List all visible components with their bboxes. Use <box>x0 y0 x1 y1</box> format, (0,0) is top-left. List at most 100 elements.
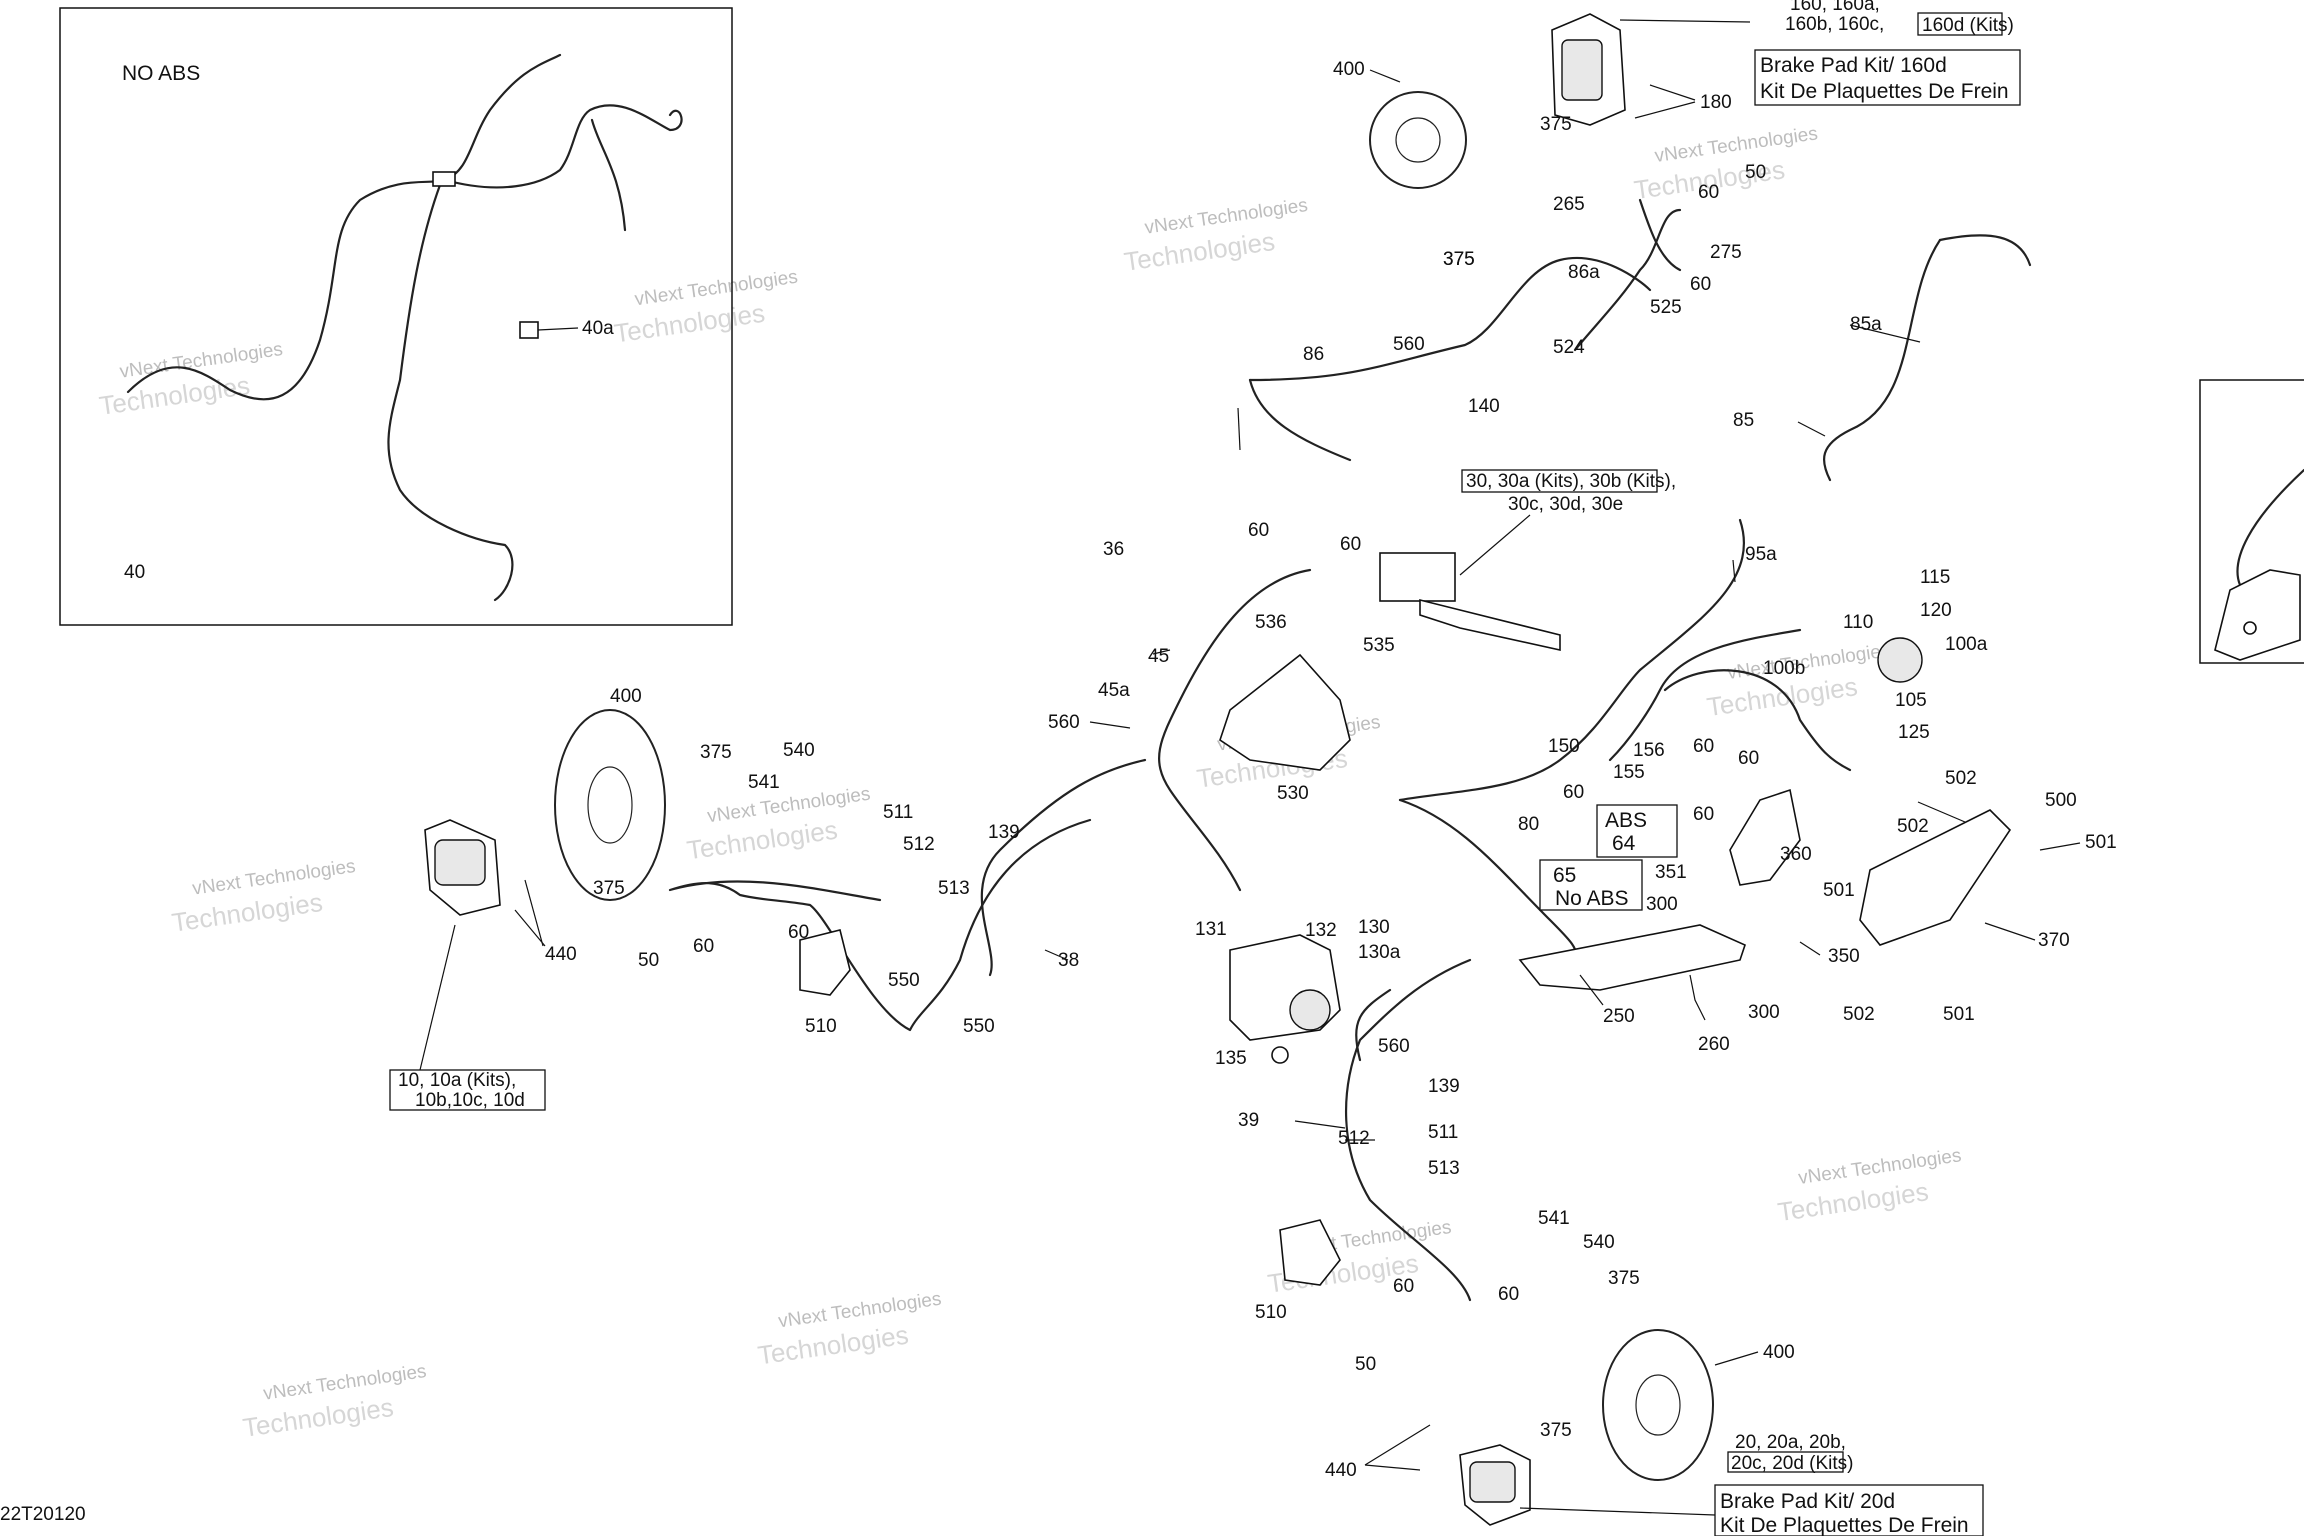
part-label: 130a <box>1358 942 1401 963</box>
part-label: 60 <box>1738 748 1759 769</box>
part-label: 125 <box>1898 722 1930 743</box>
part-label: 100b <box>1763 658 1805 679</box>
no-abs-box <box>1539 859 1643 911</box>
part-label: 510 <box>805 1016 837 1037</box>
rear-pad-kit-box <box>1754 49 2021 106</box>
part-label: 135 <box>1215 1048 1247 1069</box>
part-label: 511 <box>1428 1122 1458 1143</box>
part-label: 60 <box>1698 182 1719 203</box>
rear-master-cylinder <box>1518 637 2012 1021</box>
part-label: 513 <box>1428 1158 1460 1179</box>
watermark-block: vNext Technologies Technologies <box>97 339 284 421</box>
part-label: 375 <box>1540 114 1572 135</box>
part-label: 50 <box>1745 162 1766 183</box>
part-label: 36 <box>1103 539 1124 560</box>
part-label: 350 <box>1828 946 1860 967</box>
inset-frame <box>59 7 733 626</box>
part-label: 536 <box>1255 612 1287 633</box>
part-label: 375 <box>593 878 625 899</box>
part-label: 110 <box>1843 612 1873 633</box>
part-label: 131 <box>1195 919 1227 940</box>
part-label: 360 <box>1780 844 1812 865</box>
part-label: 85a <box>1850 314 1882 335</box>
part-label: 400 <box>1333 59 1365 80</box>
part-label: 275 <box>1710 242 1742 263</box>
part-label: 560 <box>1048 712 1080 733</box>
part-label: 530 <box>1277 783 1309 804</box>
part-label: 60 <box>1248 520 1269 541</box>
callout-right-caliper: 20c, 20d (Kits) <box>1731 1453 1854 1474</box>
watermark-block: vNext Technologies Technologies <box>1705 640 1892 722</box>
left-bracket-510 <box>799 929 851 996</box>
part-label: 60 <box>1393 1276 1414 1297</box>
leader-lines <box>514 69 2081 1471</box>
part-label: 300 <box>1646 894 1678 915</box>
part-label: 501 <box>1823 880 1855 901</box>
part-label: 100a <box>1945 634 1988 655</box>
part-label: 510 <box>1255 1302 1287 1323</box>
part-label: 400 <box>1763 1342 1795 1363</box>
left-front-brake: 10, 10a (Kits), 10b,10c, 10d <box>389 709 851 1111</box>
part-label: 375 <box>700 742 732 763</box>
part-label: 95a <box>1745 544 1777 565</box>
part-label: 400 <box>610 686 642 707</box>
callout-right-caliper: 20, 20a, 20b, <box>1735 1432 1846 1453</box>
part-labels: 400 375 180 375 265 60 50 275 60 525 86a… <box>545 59 2117 1481</box>
part-label: 265 <box>1553 194 1585 215</box>
part-label: 115 <box>1920 567 1950 588</box>
left-brake-disc <box>554 709 666 901</box>
brake-pedal-250 <box>1518 924 1746 991</box>
abs-box <box>1596 804 1678 858</box>
part-label: 511 <box>883 802 913 823</box>
callout-master-cyl: 30, 30a (Kits), 30b (Kits), <box>1466 471 1676 492</box>
part-label: 60 <box>1693 804 1714 825</box>
part-label: 300 <box>1748 1002 1780 1023</box>
callout-master-cyl: 30c, 30d, 30e <box>1508 494 1623 515</box>
watermark-block: vNext Technologies Technologies <box>756 1289 943 1371</box>
part-label: 60 <box>1340 534 1361 555</box>
part-label: 150 <box>1548 736 1580 757</box>
master-cylinder <box>1379 552 1456 602</box>
part-label: 502 <box>1897 816 1929 837</box>
part-label: 440 <box>545 944 577 965</box>
part-label: 50 <box>1355 1354 1376 1375</box>
callout-left-caliper: 10b,10c, 10d <box>415 1090 525 1111</box>
part-label: 513 <box>938 878 970 899</box>
watermark-block: vNext Technologies Technologies <box>170 856 357 938</box>
part-label: 60 <box>788 922 809 943</box>
part-label: 80 <box>1518 814 1539 835</box>
document-code: 22T20120 <box>0 1504 86 1525</box>
right-partial-inset <box>2199 379 2304 664</box>
abs-box-line1: ABS <box>1605 809 1647 832</box>
part-label: 550 <box>963 1016 995 1037</box>
no-abs-box-line2: No ABS <box>1555 887 1629 910</box>
part-label: 140 <box>1468 396 1500 417</box>
abs-module <box>1229 934 1341 1064</box>
watermark-block: vNext Technologies Technologies <box>1776 1145 1963 1227</box>
abs-option-boxes: ABS 64 65 No ABS <box>1539 804 1678 911</box>
rear-brake-disc <box>1369 91 1467 189</box>
rear-pad-kit-line2: Kit De Plaquettes De Frein <box>1760 80 2009 103</box>
part-label: 120 <box>1920 600 1952 621</box>
rear-pad-kit-line1: Brake Pad Kit/ 160d <box>1760 54 1947 77</box>
rear-brake-assembly: 160, 160a, 160b, 160c, 160d (Kits) Brake… <box>1248 0 2032 482</box>
watermark-block: vNext Technologies Technologies <box>685 784 872 866</box>
inset-ref-40: 40 <box>124 562 145 583</box>
reservoir-100a <box>1877 637 1923 683</box>
part-label: 535 <box>1363 635 1395 656</box>
part-label: 560 <box>1378 1036 1410 1057</box>
no-abs-box-line1: 65 <box>1553 864 1576 887</box>
front-pad-kit-line1: Brake Pad Kit/ 20d <box>1720 1490 1895 1513</box>
watermarks: vNext Technologies Technologies vNext Te… <box>97 123 1963 1442</box>
part-label: 45 <box>1148 646 1169 667</box>
part-label: 524 <box>1553 337 1585 358</box>
front-brake-lines <box>668 518 1852 1302</box>
tee-fitting <box>432 171 456 187</box>
watermark-block: vNext Technologies Technologies <box>1632 123 1819 205</box>
right-bracket-510 <box>1279 1219 1341 1286</box>
inset-title: NO ABS <box>122 62 200 85</box>
part-label: 50 <box>638 950 659 971</box>
part-label: 525 <box>1650 297 1682 318</box>
part-label: 375 <box>1540 1420 1572 1441</box>
